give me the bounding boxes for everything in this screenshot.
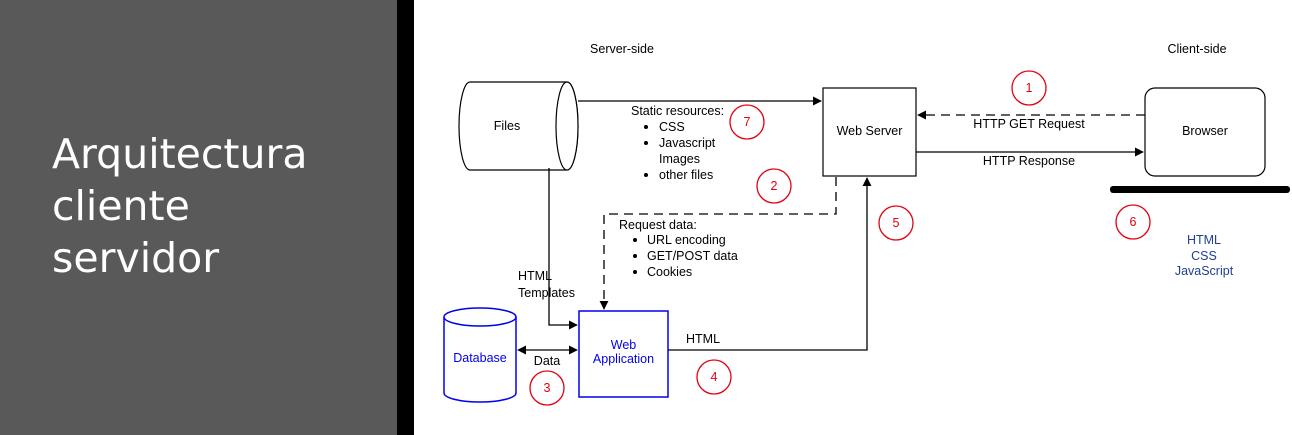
request-bullet-get-post-data	[633, 254, 637, 258]
client-tech-stack: HTML CSS JavaScript	[1175, 233, 1234, 278]
web-application-box	[578, 310, 669, 398]
client-side-header: Client-side	[1167, 42, 1226, 56]
slide-title-line-1: Arquitectura	[52, 130, 308, 178]
database-cylinder-shape	[443, 317, 517, 403]
static-bullet-other-files	[644, 173, 648, 177]
step-marker-7-number: 7	[744, 115, 751, 129]
static-resources-title: Static resources:	[631, 104, 724, 118]
step-marker-6: 6	[1115, 204, 1151, 240]
web-server-label: Web Server	[837, 124, 903, 138]
http-response-label: HTTP Response	[983, 154, 1075, 168]
step-marker-2-circle	[756, 168, 792, 204]
client-tech-html: HTML	[1187, 233, 1221, 247]
html-label: HTML	[686, 332, 720, 346]
request-bullet-url-encoding	[633, 238, 637, 242]
step-marker-5-circle	[878, 205, 914, 241]
web-server-node: Web Server	[822, 87, 917, 177]
browser-box	[1144, 87, 1266, 177]
database-node: Database	[443, 307, 517, 403]
step-marker-7: 7	[729, 104, 765, 140]
step-marker-4-circle	[696, 359, 732, 395]
slide-title-line-2: cliente	[52, 182, 190, 230]
static-resource-javascript: Javascript	[659, 136, 716, 150]
slide-title-line-3: servidor	[52, 234, 220, 282]
web-server-box	[822, 87, 917, 177]
step-marker-2: 2	[756, 168, 792, 204]
static-resources-list: CSS Javascript Images other files	[644, 120, 716, 182]
web-application-node: Web Application	[578, 310, 669, 398]
static-resource-other-files: other files	[659, 168, 713, 182]
html-templates-label-line-2: Templates	[518, 286, 575, 300]
static-bullet-css	[644, 125, 648, 129]
files-label: Files	[494, 119, 520, 133]
step-marker-3-number: 3	[544, 381, 551, 395]
request-data-arrow	[599, 177, 837, 310]
static-resource-images: Images	[659, 152, 700, 166]
panel-divider	[397, 0, 414, 435]
laptop-base	[1110, 186, 1290, 193]
request-data-title: Request data:	[619, 218, 697, 232]
database-label: Database	[453, 351, 507, 365]
step-marker-1: 1	[1011, 70, 1047, 106]
html-templates-arrow	[548, 168, 578, 330]
browser-label: Browser	[1182, 124, 1228, 138]
request-data-url-encoding: URL encoding	[647, 233, 726, 247]
step-marker-1-circle	[1011, 70, 1047, 106]
files-cylinder-cap	[555, 81, 579, 171]
server-side-header: Server-side	[590, 42, 654, 56]
browser-node: Browser	[1110, 87, 1290, 193]
web-application-label-line-1: Web	[611, 338, 637, 352]
request-data-list: URL encoding GET/POST data Cookies	[633, 233, 738, 279]
request-data-get-post-data: GET/POST data	[647, 249, 738, 263]
step-marker-2-number: 2	[771, 179, 778, 193]
data-label: Data	[534, 354, 560, 368]
step-marker-4: 4	[696, 359, 732, 395]
web-application-label-line-2: Application	[593, 352, 654, 366]
request-data-cookies: Cookies	[647, 265, 692, 279]
slide-title: Arquitectura cliente servidor	[52, 128, 307, 284]
step-marker-6-number: 6	[1130, 215, 1137, 229]
database-cylinder-top	[443, 307, 517, 327]
step-marker-4-number: 4	[711, 370, 718, 384]
step-marker-3-circle	[529, 370, 565, 406]
step-marker-5-number: 5	[893, 216, 900, 230]
html-to-webserver-arrow	[668, 177, 872, 351]
step-marker-1-number: 1	[1026, 81, 1033, 95]
client-tech-css: CSS	[1191, 249, 1217, 263]
files-node: Files	[458, 81, 579, 171]
client-tech-javascript: JavaScript	[1175, 264, 1234, 278]
static-resource-css: CSS	[659, 120, 685, 134]
step-marker-7-circle	[729, 104, 765, 140]
step-marker-5: 5	[878, 205, 914, 241]
step-marker-6-circle	[1115, 204, 1151, 240]
request-bullet-cookies	[633, 270, 637, 274]
step-marker-3: 3	[529, 370, 565, 406]
title-panel	[0, 0, 397, 435]
html-templates-label-line-1: HTML	[518, 269, 552, 283]
static-bullet-javascript	[644, 141, 648, 145]
http-get-request-label: HTTP GET Request	[973, 117, 1085, 131]
